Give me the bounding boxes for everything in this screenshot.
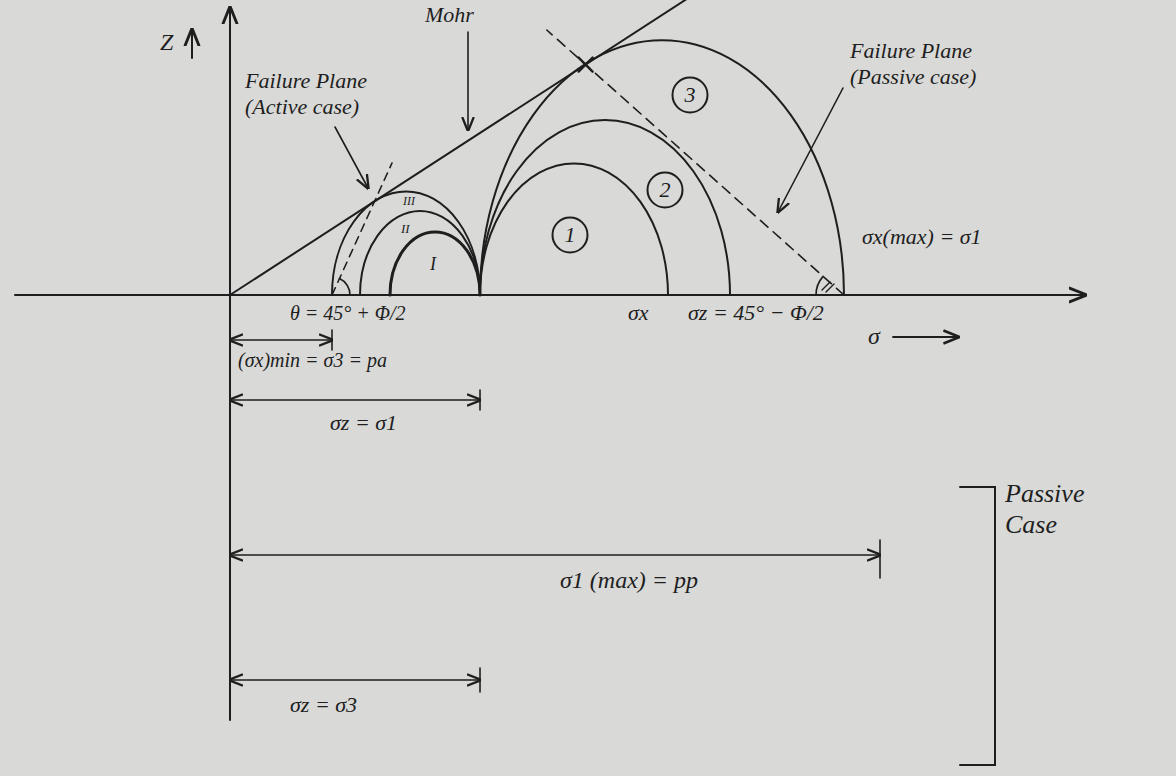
tangent-mark xyxy=(579,58,593,72)
annotation-label: θ = 45° + Φ/2 xyxy=(290,301,406,325)
leader-line xyxy=(778,88,843,212)
annotation-label: Failure Plane (Passive case) xyxy=(850,38,1000,91)
annotation-label: Mohr xyxy=(425,2,474,28)
mohr-circle-active xyxy=(360,211,480,295)
annotation-label: σx xyxy=(628,300,649,326)
failure-plane-active xyxy=(332,163,392,295)
circled-number: 2 xyxy=(646,171,684,209)
annotation-label: (σx)min = σ3 = pa xyxy=(238,348,387,372)
annotation-label: Passive Case xyxy=(1005,478,1125,540)
angle-hatch xyxy=(822,282,834,292)
circle-outline xyxy=(648,173,683,208)
mohr-circle-passive xyxy=(480,40,844,295)
dimension-line xyxy=(230,399,480,401)
circled-number: 1 xyxy=(551,216,589,254)
annotation-label: σx(max) = σ1 xyxy=(862,224,982,250)
dimension-tick xyxy=(879,540,881,578)
mohr-circle-active xyxy=(332,191,480,295)
angle-arc xyxy=(340,279,351,295)
annotation-label: σz = σ1 xyxy=(330,410,397,436)
dimension-tick xyxy=(479,668,481,692)
mohr-circle-passive xyxy=(480,120,730,295)
annotation-label: σz = 45° − Φ/2 xyxy=(688,300,824,326)
z-arrow xyxy=(191,30,193,58)
dimension-tick xyxy=(479,390,481,410)
callout-number: 3 xyxy=(685,84,696,106)
annotation-label: σ1 (max) = pp xyxy=(560,566,698,595)
dimension-line xyxy=(230,554,880,556)
circled-number: 3 xyxy=(671,76,709,114)
sigma-axis xyxy=(15,294,1085,296)
angle-arc xyxy=(816,276,823,295)
failure-plane-passive xyxy=(547,30,844,295)
leader-line xyxy=(467,32,469,130)
annotation-label: III xyxy=(403,194,415,208)
mohr-circle-active xyxy=(390,232,480,295)
dimension-line xyxy=(230,679,480,681)
circle-outline xyxy=(553,218,588,253)
dimension-tick xyxy=(331,330,333,350)
tau-axis xyxy=(229,8,231,720)
dimension-line xyxy=(230,339,332,341)
annotation-label: Z xyxy=(160,28,173,57)
bracket xyxy=(960,487,995,765)
leader-line xyxy=(335,127,368,188)
annotation-label: σ xyxy=(868,322,880,351)
callout-number: 2 xyxy=(660,179,671,201)
annotation-label: σz = σ3 xyxy=(290,692,357,718)
annotation-label: Failure Plane (Active case) xyxy=(245,68,380,121)
callout-number: 1 xyxy=(565,224,576,246)
circle-outline xyxy=(673,78,708,113)
annotation-label: I xyxy=(430,254,436,276)
annotation-label: II xyxy=(401,221,410,237)
sigma-arrow xyxy=(893,336,958,338)
